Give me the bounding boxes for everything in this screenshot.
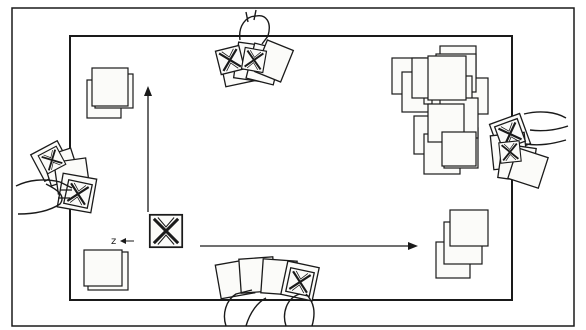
center-card xyxy=(150,215,182,247)
arrow-up xyxy=(144,86,152,212)
hand-right xyxy=(489,112,568,188)
pile-top-left xyxy=(87,68,133,118)
pile-right-large xyxy=(392,46,488,174)
hand-bottom xyxy=(215,257,319,326)
pile-bottom-left xyxy=(84,250,128,290)
arrow-small-left xyxy=(120,238,134,244)
pile-right-lower xyxy=(436,210,488,278)
arrow-right xyxy=(200,242,418,250)
hand-top xyxy=(215,10,293,87)
direction-marker: z xyxy=(111,236,116,247)
hand-left xyxy=(16,141,97,214)
